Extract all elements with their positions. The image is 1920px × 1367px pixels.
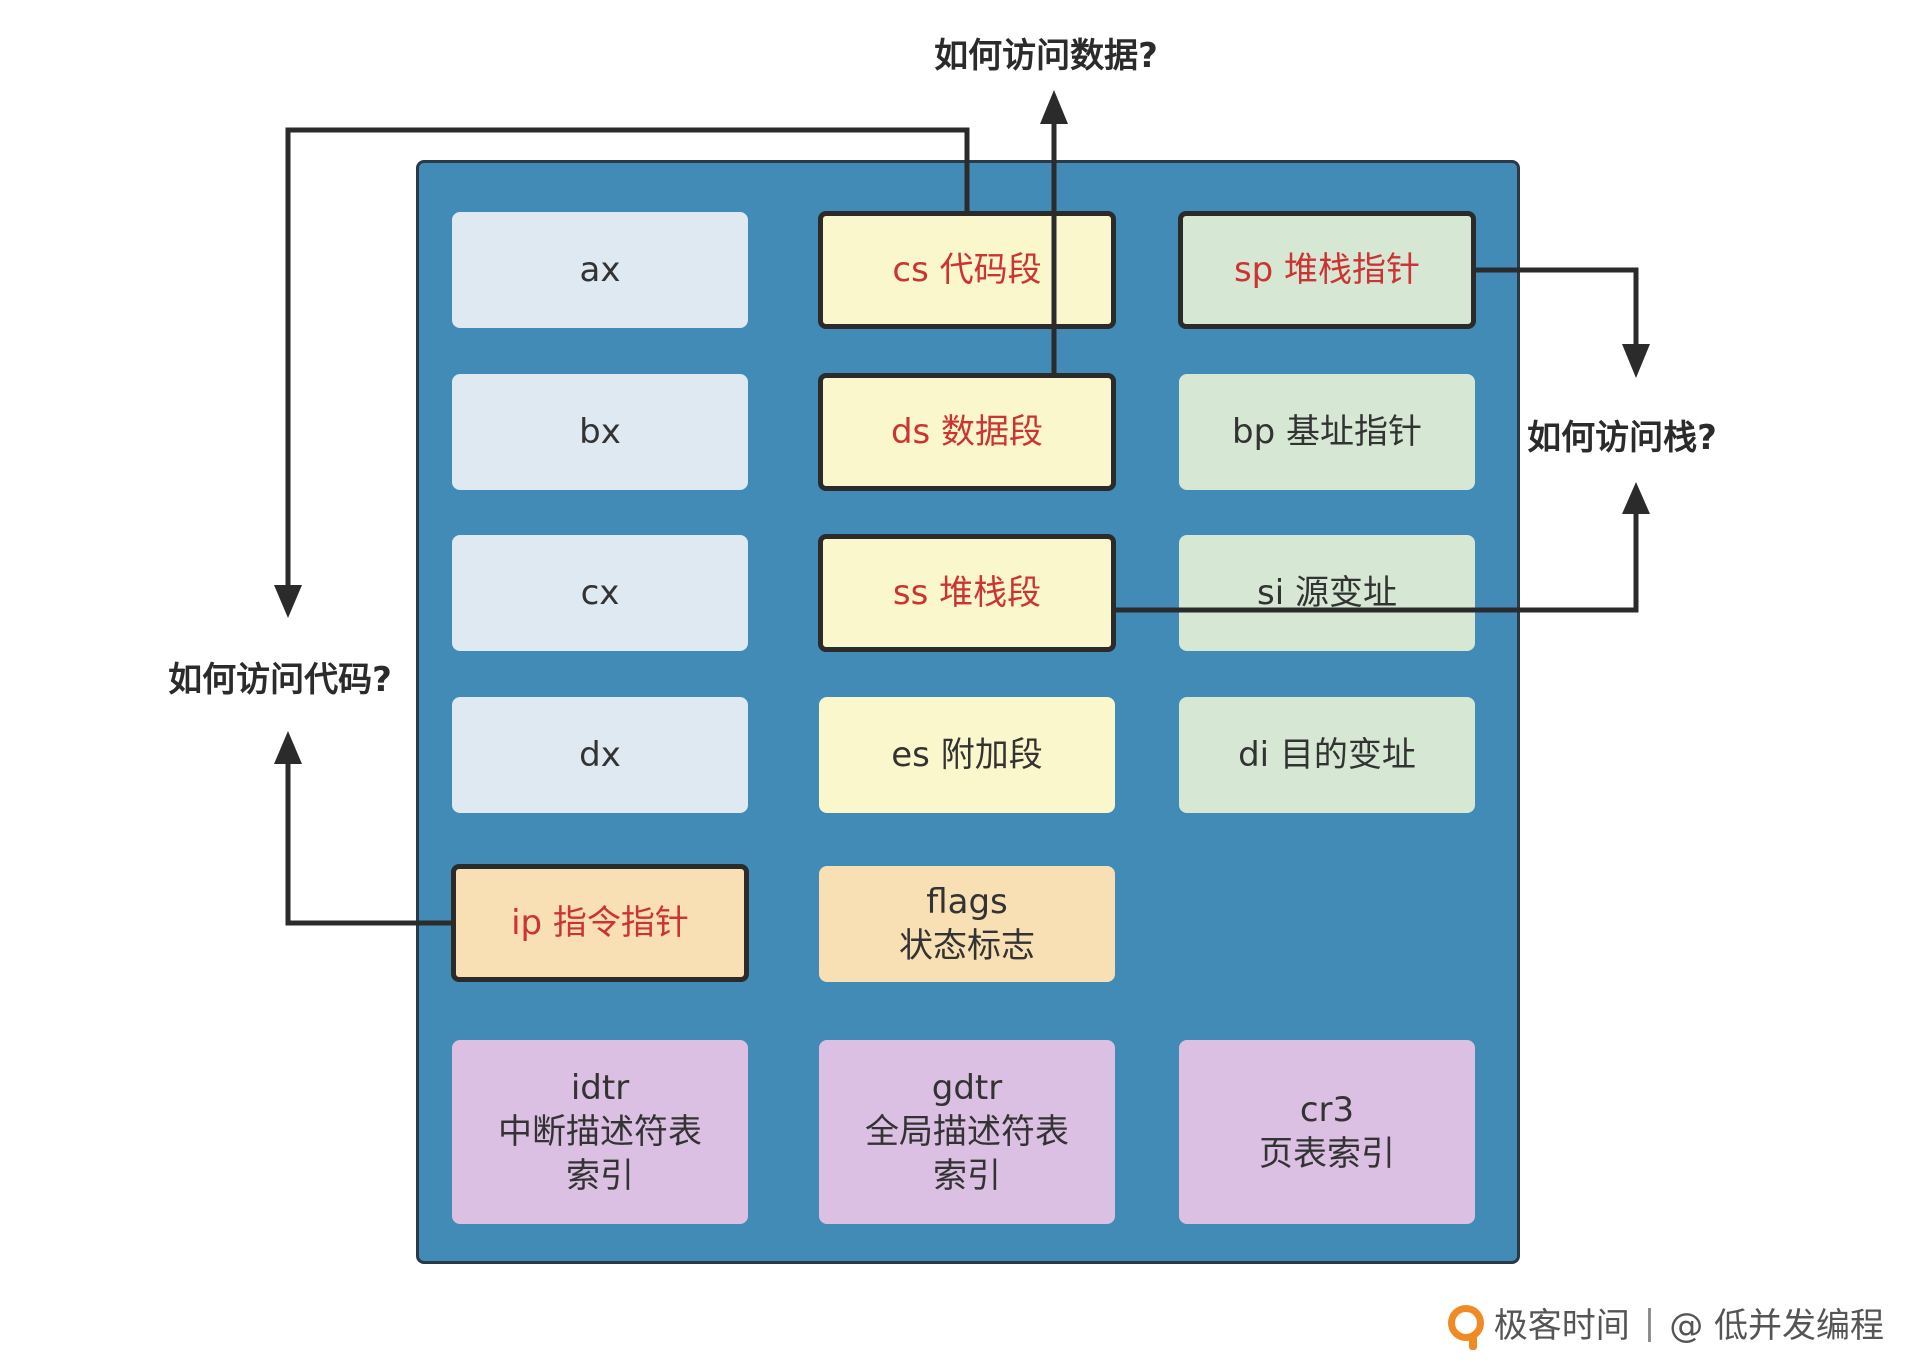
label-access-stack: 如何访问栈? xyxy=(1527,418,1717,458)
register-si: si 源变址 xyxy=(1179,535,1475,651)
register-dx: dx xyxy=(452,697,748,813)
register-bx: bx xyxy=(452,374,748,490)
arrowhead-stack-bottom xyxy=(1622,482,1650,514)
footer-separator: | xyxy=(1643,1302,1656,1343)
register-es: es 附加段 xyxy=(819,697,1115,813)
register-gdtr: gdtr 全局描述符表 索引 xyxy=(819,1040,1115,1224)
arrowhead-data xyxy=(1040,90,1068,124)
register-flags: flags 状态标志 xyxy=(819,866,1115,982)
arrowhead-code-bottom xyxy=(274,731,302,764)
register-cr3: cr3 页表索引 xyxy=(1179,1040,1475,1224)
geektime-logo-icon xyxy=(1447,1304,1484,1350)
label-access-data: 如何访问数据? xyxy=(934,36,1158,76)
footer-watermark: 极客时间 | @ 低并发编程 xyxy=(1447,1298,1884,1350)
register-ds: ds 数据段 xyxy=(818,373,1116,491)
register-ip: ip 指令指针 xyxy=(451,864,749,982)
register-bp: bp 基址指针 xyxy=(1179,374,1475,490)
register-cs: cs 代码段 xyxy=(818,211,1116,329)
arrowhead-code-top xyxy=(274,585,302,618)
register-idtr: idtr 中断描述符表 索引 xyxy=(452,1040,748,1224)
arrowhead-stack-top xyxy=(1622,344,1650,378)
register-ax: ax xyxy=(452,212,748,328)
footer-brand: 极客时间 xyxy=(1493,1306,1630,1346)
label-access-code: 如何访问代码? xyxy=(168,660,392,700)
register-cx: cx xyxy=(452,535,748,651)
footer-author: @ 低并发编程 xyxy=(1669,1306,1884,1346)
register-ss: ss 堆栈段 xyxy=(818,534,1116,652)
register-di: di 目的变址 xyxy=(1179,697,1475,813)
register-sp: sp 堆栈指针 xyxy=(1178,211,1476,329)
